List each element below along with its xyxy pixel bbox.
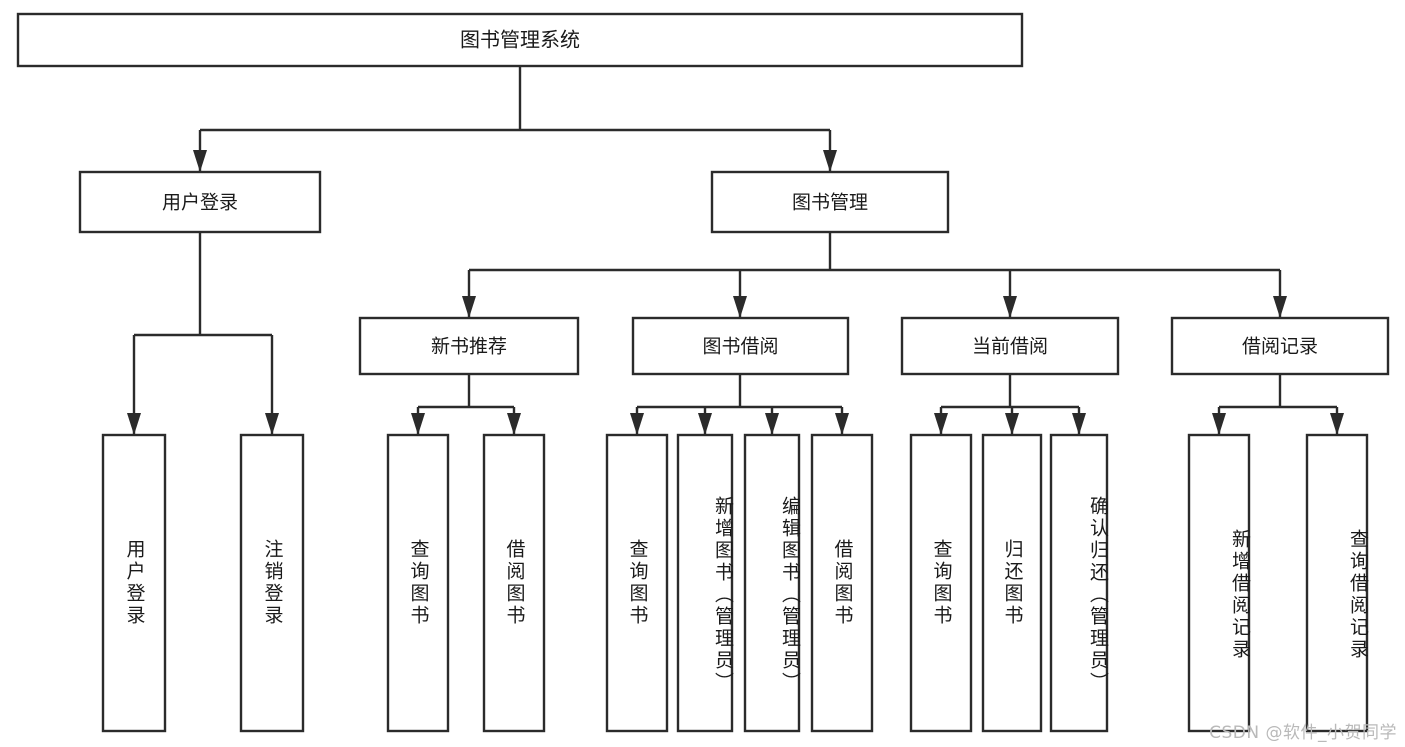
node-root[interactable] — [16, 12, 1024, 68]
node-leaf-10[interactable] — [1049, 433, 1109, 733]
node-leaf-1[interactable] — [239, 433, 305, 733]
arrow-head-icon — [698, 413, 712, 435]
node-level2-0[interactable] — [78, 170, 322, 234]
node-level3-label-3: 借阅记录 — [1242, 336, 1318, 358]
node-leaf-8[interactable] — [909, 433, 973, 733]
arrow-head-icon — [1273, 296, 1287, 318]
node-level3-label-1: 图书借阅 — [702, 336, 778, 358]
arrow-head-icon — [462, 296, 476, 318]
arrow-head-icon — [823, 150, 837, 172]
arrow-head-icon — [507, 413, 521, 435]
arrow-head-icon — [265, 413, 279, 435]
node-box-layer — [16, 12, 1390, 733]
node-leaf-3[interactable] — [482, 433, 546, 733]
node-level3-0[interactable] — [358, 316, 580, 376]
node-level3-3[interactable] — [1170, 316, 1390, 376]
arrow-head-icon — [1003, 296, 1017, 318]
arrow-head-icon — [1005, 413, 1019, 435]
arrow-head-icon — [193, 150, 207, 172]
node-level3-2[interactable] — [900, 316, 1120, 376]
arrow-head-icon — [630, 413, 644, 435]
node-leaf-12[interactable] — [1305, 433, 1369, 733]
csdn-watermark: CSDN @软件_小贺同学 — [1209, 723, 1397, 743]
node-level2-label-0: 用户登录 — [162, 192, 238, 214]
arrow-head-icon — [411, 413, 425, 435]
arrow-head-icon — [934, 413, 948, 435]
node-level3-label-2: 当前借阅 — [972, 336, 1048, 358]
node-level2-label-1: 图书管理 — [792, 192, 868, 214]
node-leaf-2[interactable] — [386, 433, 450, 733]
arrow-head-icon — [127, 413, 141, 435]
node-leaf-0[interactable] — [101, 433, 167, 733]
node-level2-1[interactable] — [710, 170, 950, 234]
node-leaf-5[interactable] — [676, 433, 734, 733]
arrow-head-icon — [1072, 413, 1086, 435]
node-leaf-11[interactable] — [1187, 433, 1251, 733]
connector-layer — [127, 66, 1344, 435]
node-level3-label-0: 新书推荐 — [431, 336, 507, 358]
node-leaf-6[interactable] — [743, 433, 801, 733]
node-level3-1[interactable] — [631, 316, 850, 376]
arrow-head-icon — [1330, 413, 1344, 435]
node-root-label: 图书管理系统 — [460, 28, 580, 52]
arrow-head-icon — [733, 296, 747, 318]
arrow-head-icon — [835, 413, 849, 435]
node-leaf-7[interactable] — [810, 433, 874, 733]
arrow-head-icon — [765, 413, 779, 435]
arrow-head-icon — [1212, 413, 1226, 435]
node-leaf-4[interactable] — [605, 433, 669, 733]
node-leaf-9[interactable] — [981, 433, 1043, 733]
